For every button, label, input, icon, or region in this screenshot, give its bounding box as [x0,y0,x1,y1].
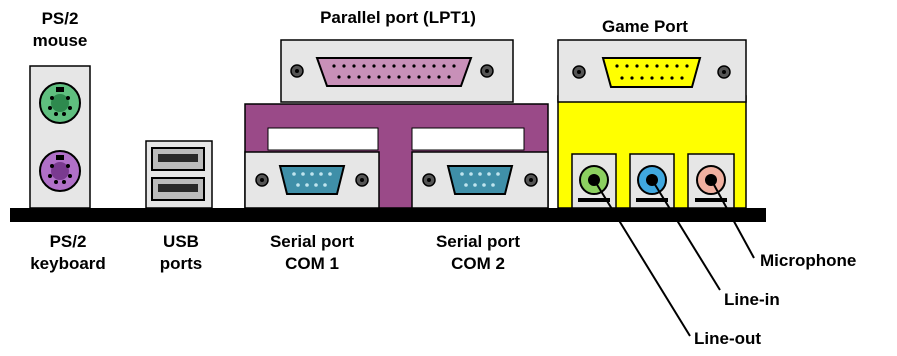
leader-lines [595,182,755,337]
label-serial-com2: Serial port COM 2 [435,232,521,273]
ps2-mouse-port [39,82,81,124]
parallel-port [280,39,514,103]
label-serial-com1: Serial port COM 1 [269,232,355,273]
line-in-jack [636,165,668,202]
label-line-in: Line-in [724,290,780,309]
ps2-keyboard-port [39,150,81,192]
label-microphone: Microphone [760,251,857,270]
label-usb-ports: USB ports [159,232,203,273]
label-ps2-keyboard: PS/2 keyboard [30,232,106,273]
label-game-port: Game Port [602,17,688,36]
ps2-ports [29,65,91,209]
microphone-leader [712,182,755,259]
line-in-leader [653,182,721,291]
serial-port-com2 [411,151,549,209]
microphone-jack [695,165,727,202]
line-out-leader [595,182,691,337]
game-port [557,39,747,103]
line-out-jack [578,165,610,202]
label-parallel-port: Parallel port (LPT1) [320,8,476,27]
audio-jacks [571,153,735,209]
usb-ports [145,140,213,209]
label-line-out: Line-out [694,329,762,348]
label-ps2-mouse: PS/2 mouse [32,9,88,50]
serial-port-com1 [244,151,380,209]
board-edge [10,208,766,222]
